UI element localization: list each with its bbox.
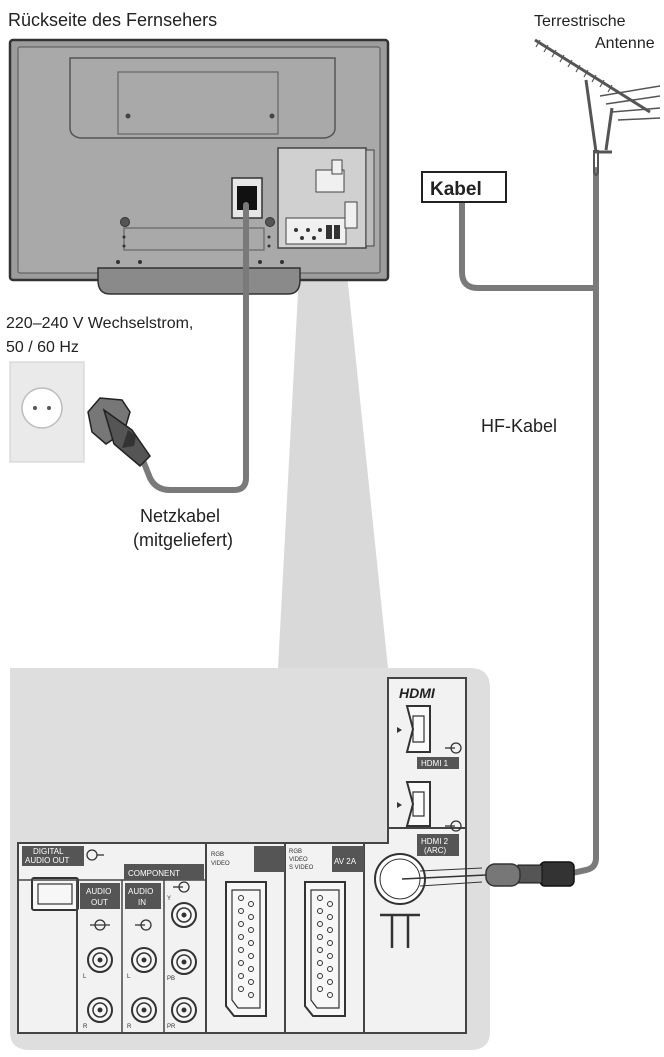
zoom-callout-beam: [278, 255, 388, 668]
component-in-icon: [173, 881, 190, 893]
power-plug-icon: [87, 397, 151, 468]
audio-out-l-jack[interactable]: [87, 947, 113, 973]
component-y-letter: Y: [167, 896, 171, 902]
av2-rgb-label: RGB: [289, 849, 302, 855]
av2-video-label: VIDEO: [289, 857, 308, 863]
hdmi1-port[interactable]: [397, 705, 431, 753]
av1-scart-port[interactable]: [225, 881, 267, 1017]
audio-in-icon: [135, 919, 152, 931]
kabel-cable: [459, 195, 599, 291]
antenna-input-port[interactable]: [374, 853, 426, 905]
audio-out-r-letter: R: [83, 1024, 88, 1030]
audio-in-r-jack[interactable]: [131, 997, 157, 1023]
antenna-symbol-icon: [380, 913, 420, 948]
power-cable: [139, 202, 249, 493]
av2-scart-port[interactable]: [304, 881, 346, 1017]
audio-in-r-letter: R: [127, 1024, 132, 1030]
av2-svideo-label: S VIDEO: [289, 865, 314, 871]
antenna-label-line2: Antenne: [595, 35, 655, 52]
power-cable-supplied-label: (mitgeliefert): [133, 530, 233, 550]
power-cable-label: Netzkabel: [140, 506, 220, 526]
audio-out-sub-label: OUT: [91, 898, 108, 907]
kabel-label: Kabel: [430, 179, 482, 200]
antenna-label: Terrestrische: [534, 13, 626, 30]
hdmi2-input-icon: [445, 820, 462, 832]
power-frequency-label: 50 / 60 Hz: [6, 339, 79, 356]
audio-out-label: AUDIO: [86, 887, 111, 896]
digital-label: DIGITAL: [33, 847, 64, 856]
audio-in-l-letter: L: [127, 974, 131, 980]
av1-rgb-label: RGB: [211, 852, 224, 858]
audio-in-label: AUDIO: [128, 887, 153, 896]
audio-in-l-jack[interactable]: [131, 947, 157, 973]
digital-audio-out-label: AUDIO OUT: [25, 856, 70, 865]
power-supply-label: 220–240 V Wechselstrom,: [6, 315, 193, 332]
connection-panel: HDMI HDMI 1 HDMI 2 (ARC) DIGITAL AUDI: [10, 668, 490, 1050]
hdmi2-label: HDMI 2: [421, 837, 449, 846]
hf-cable-label: HF-Kabel: [481, 416, 557, 436]
audio-in-sub-label: IN: [138, 898, 146, 907]
digital-output-icon: [86, 849, 104, 861]
coax-plug: [401, 861, 575, 887]
av2-label: AV 2A: [334, 857, 357, 866]
hdmi2-arc-label: (ARC): [424, 846, 447, 855]
tv-back-illustration: [8, 38, 390, 295]
hdmi1-input-icon: [445, 742, 462, 754]
component-pr-letter: PR: [167, 1024, 176, 1030]
av1-video-label: VIDEO: [211, 861, 230, 867]
audio-out-r-jack[interactable]: [87, 997, 113, 1023]
kabel-box: [421, 171, 507, 203]
component-y-jack[interactable]: [171, 902, 197, 928]
component-pb-jack[interactable]: [171, 949, 197, 975]
component-pb-letter: PB: [167, 976, 175, 982]
digital-audio-out-port[interactable]: [31, 877, 79, 911]
component-label: COMPONENT: [128, 869, 180, 878]
wall-socket-icon: [9, 361, 85, 463]
hdmi1-label: HDMI 1: [421, 759, 449, 768]
tv-back-title: Rückseite des Fernsehers: [8, 10, 217, 30]
hdmi2-port[interactable]: [397, 781, 431, 827]
hf-cable: [565, 167, 599, 877]
component-pr-jack[interactable]: [171, 997, 197, 1023]
audio-out-icon: [90, 919, 110, 931]
audio-out-l-letter: L: [83, 974, 87, 980]
terrestrial-antenna-icon: [534, 38, 661, 176]
hdmi-logo: HDMI: [399, 685, 436, 701]
